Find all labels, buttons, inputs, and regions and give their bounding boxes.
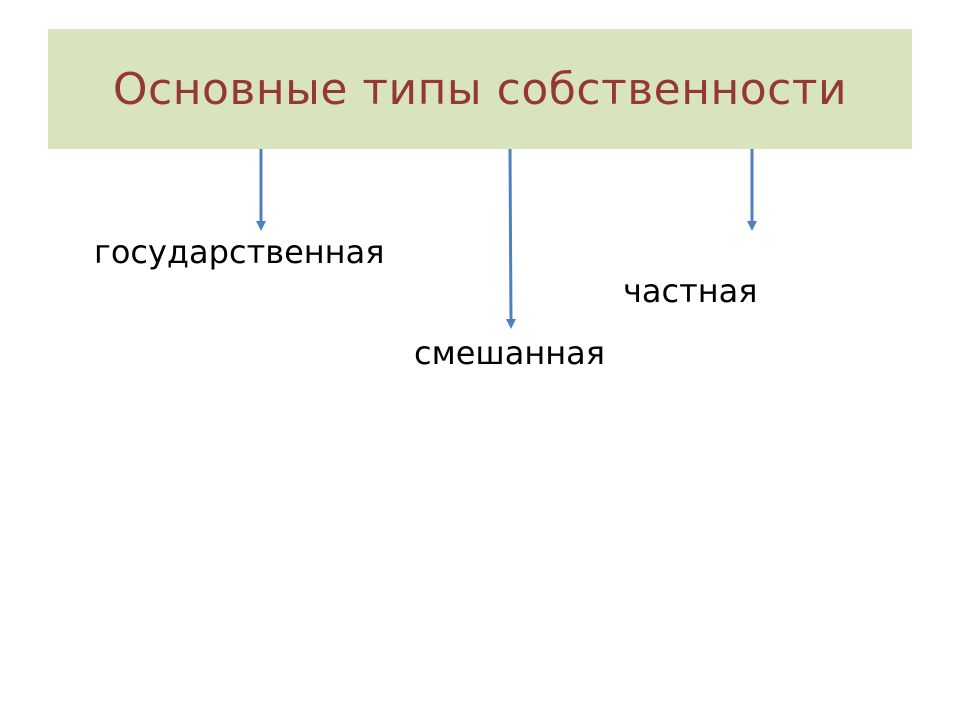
diagram-title: Основные типы собственности: [112, 63, 848, 115]
title-banner: Основные типы собственности: [48, 29, 912, 149]
type-label-private: частная: [623, 272, 758, 310]
arrow-to-mixed: [505, 148, 516, 329]
type-label-mixed: смешанная: [414, 334, 606, 372]
type-label-state: государственная: [94, 233, 385, 271]
